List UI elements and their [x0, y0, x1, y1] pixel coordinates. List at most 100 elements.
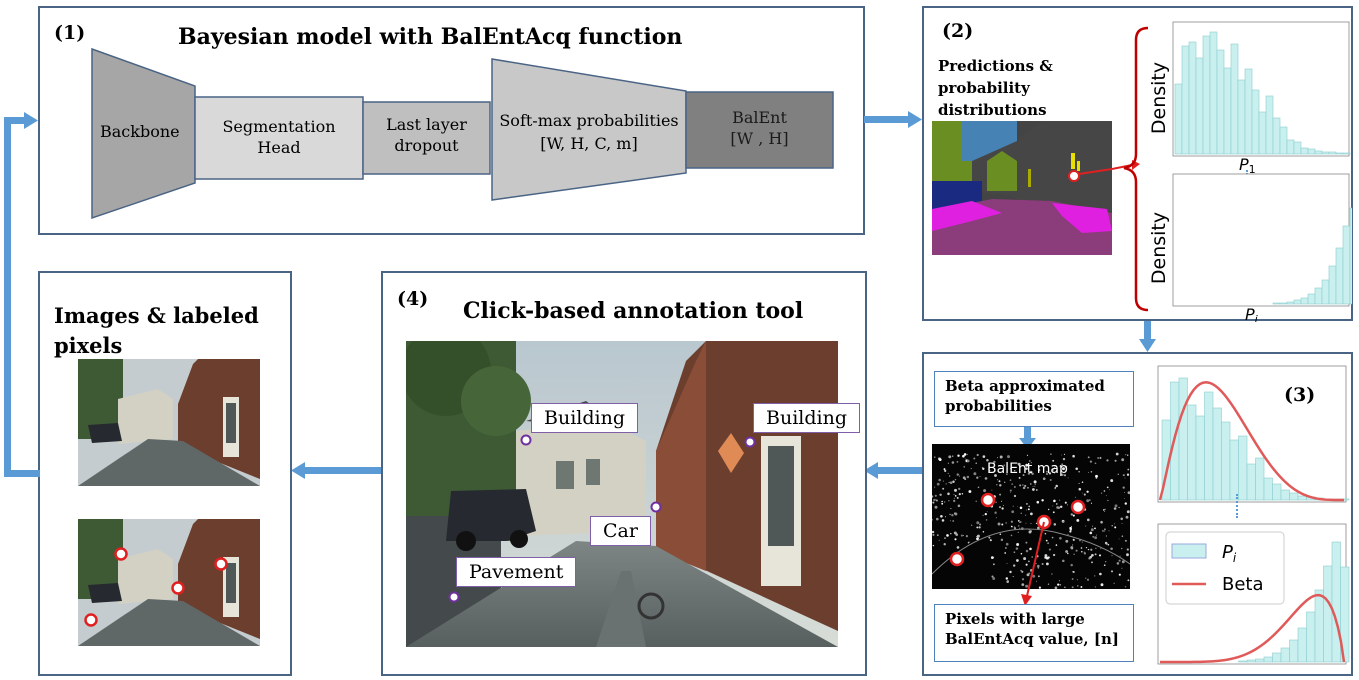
- beta2-bar: [1272, 652, 1282, 663]
- noise-dot: [982, 467, 985, 470]
- beta-box-line1: Beta approximated: [945, 377, 1105, 395]
- noise-dot: [986, 459, 989, 462]
- noise-dot: [944, 501, 946, 503]
- label-pavement[interactable]: Pavement: [456, 557, 577, 587]
- panel-labeled-images: Images & labeled pixels: [38, 271, 292, 676]
- noise-dot: [1114, 459, 1117, 462]
- noise-dot: [1045, 539, 1048, 542]
- panel2-label-line1: Predictions &: [938, 57, 1053, 75]
- beta1-bar: [1297, 495, 1307, 501]
- noise-dot: [1028, 505, 1030, 508]
- noise-dot: [1105, 535, 1107, 537]
- noise-dot: [1100, 520, 1103, 524]
- noise-dot: [1009, 570, 1012, 574]
- noise-dot: [992, 563, 995, 566]
- panel1-title: Bayesian model with BalEntAcq function: [178, 24, 683, 50]
- noise-dot: [985, 519, 988, 521]
- noise-dot: [1085, 546, 1088, 549]
- noise-dot: [1029, 470, 1033, 474]
- hist2-bar: [1293, 299, 1302, 305]
- noise-dot: [966, 475, 970, 479]
- thumbnail-image-labeled: [78, 519, 260, 646]
- noise-dot: [1089, 531, 1093, 535]
- noise-dot: [1016, 559, 1019, 562]
- noise-dot: [1072, 544, 1074, 546]
- noise-dot: [946, 534, 949, 537]
- noise-dot: [956, 461, 959, 463]
- noise-dot: [1071, 586, 1074, 589]
- noise-dot: [963, 535, 964, 537]
- noise-dot: [1028, 572, 1031, 575]
- noise-dot: [934, 486, 936, 488]
- noise-dot: [983, 489, 987, 493]
- noise-dot: [1021, 570, 1024, 573]
- noise-dot: [1030, 523, 1032, 525]
- label-car[interactable]: Car: [590, 516, 651, 546]
- click-point-car: [650, 501, 662, 513]
- noise-dot: [1013, 494, 1017, 498]
- noise-dot: [1016, 462, 1018, 464]
- noise-dot: [954, 495, 957, 497]
- dotted-separator-2: [1236, 494, 1238, 518]
- noise-dot: [932, 518, 933, 521]
- noise-dot: [1031, 472, 1034, 476]
- noise-dot: [1072, 514, 1075, 517]
- beta1-curve: [1158, 381, 1345, 502]
- noise-dot: [1047, 583, 1050, 585]
- noise-dot: [1052, 553, 1056, 557]
- hist2-bar: [1314, 287, 1323, 305]
- noise-dot: [1064, 501, 1067, 504]
- noise-dot: [962, 454, 965, 458]
- noise-dot: [1124, 497, 1125, 499]
- noise-dot: [951, 513, 954, 517]
- noise-dot: [1025, 549, 1029, 553]
- hist1-bar: [1286, 139, 1295, 155]
- noise-dot: [1047, 556, 1050, 559]
- beta-plot-1: [1157, 365, 1350, 503]
- noise-dot: [1103, 528, 1106, 531]
- noise-dot: [1009, 468, 1011, 470]
- noise-dot: [984, 512, 987, 516]
- noise-dot: [1118, 573, 1121, 576]
- hist1-bar: [1237, 79, 1246, 155]
- noise-dot: [1048, 472, 1052, 475]
- noise-dot: [1085, 525, 1087, 527]
- noise-dot: [968, 541, 970, 543]
- noise-dot: [1118, 559, 1121, 562]
- noise-dot: [952, 480, 955, 483]
- noise-dot: [1073, 553, 1075, 555]
- noise-dot: [1127, 491, 1130, 495]
- noise-dot: [1111, 570, 1113, 573]
- noise-dot: [1052, 505, 1054, 507]
- noise-dot: [1025, 502, 1028, 505]
- panel4-number: (4): [397, 288, 429, 310]
- beta2-bar: [1280, 647, 1290, 663]
- noise-dot: [1047, 466, 1049, 468]
- hist1-bar: [1307, 148, 1316, 155]
- noise-dot: [1017, 462, 1021, 466]
- balent-block: [685, 91, 834, 169]
- noise-dot: [1053, 499, 1056, 503]
- noise-dot: [1110, 547, 1113, 550]
- noise-dot: [979, 523, 982, 526]
- label-building-right[interactable]: Building: [753, 403, 860, 433]
- noise-dot: [1017, 505, 1019, 507]
- noise-dot: [1025, 541, 1028, 544]
- noise-dot: [1094, 575, 1096, 577]
- noise-dot: [1053, 523, 1057, 526]
- noise-dot: [982, 455, 986, 458]
- street-scene-image[interactable]: [406, 341, 838, 647]
- noise-dot: [1036, 580, 1038, 582]
- noise-dot: [942, 487, 945, 490]
- noise-dot: [1020, 512, 1022, 514]
- panel4-title: Click-based annotation tool: [463, 298, 804, 324]
- panel5-title-line1: Images & labeled: [54, 303, 259, 328]
- noise-dot: [1114, 523, 1116, 525]
- noise-dot: [996, 484, 998, 486]
- noise-dot: [1118, 506, 1120, 509]
- annotation-click-points: [448, 434, 756, 603]
- label-building-left[interactable]: Building: [531, 403, 638, 433]
- noise-dot: [991, 489, 993, 491]
- hist1-bars: [1174, 31, 1351, 155]
- hist1-bar: [1174, 83, 1183, 155]
